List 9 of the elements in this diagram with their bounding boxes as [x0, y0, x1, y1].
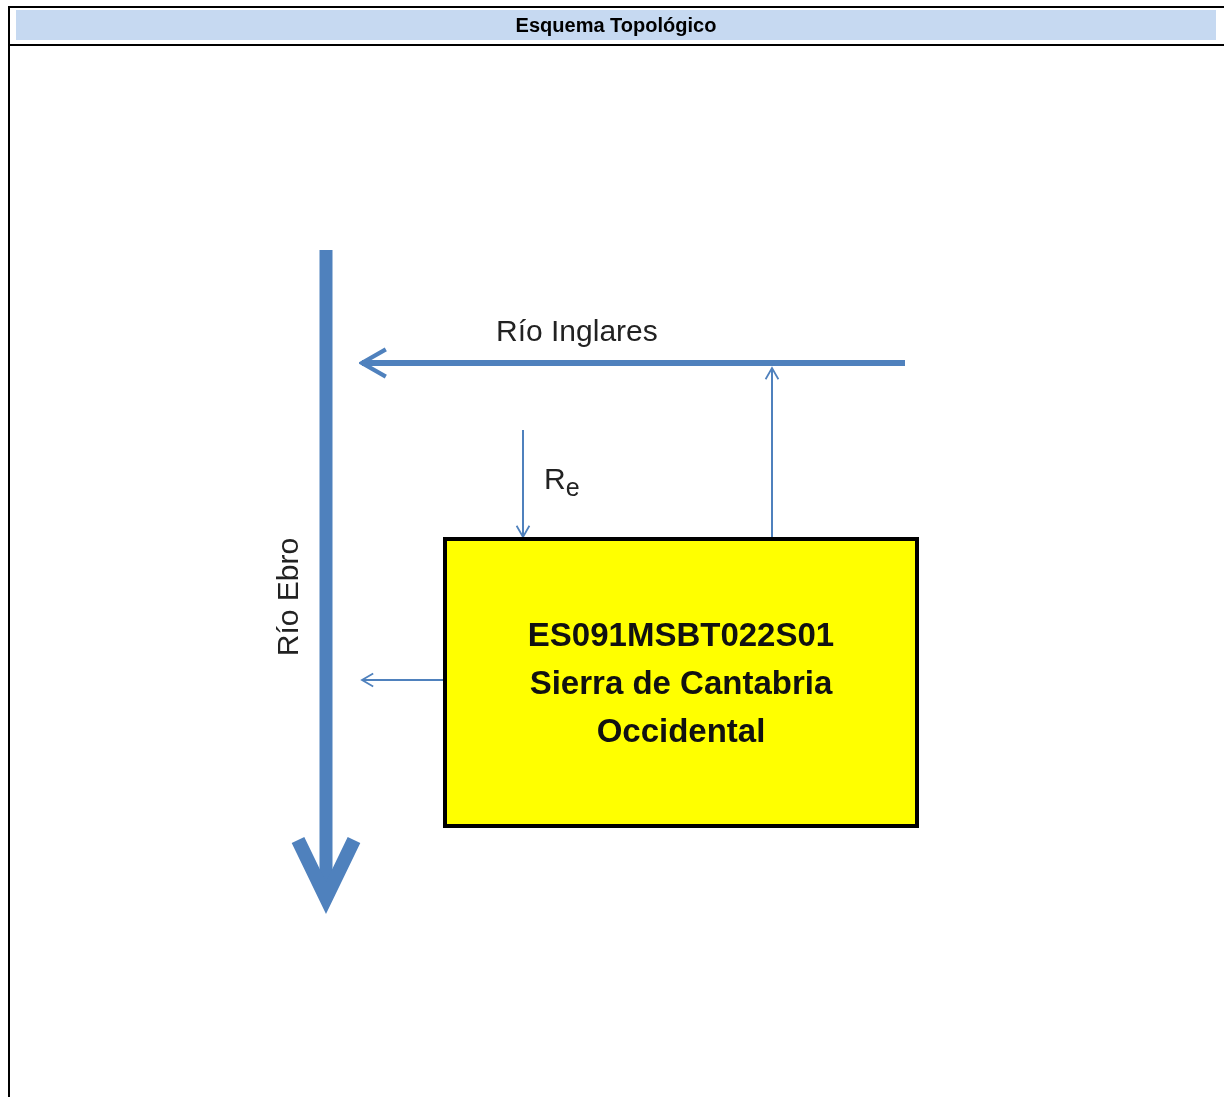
river-label: Río Ebro [271, 536, 305, 659]
river-label: Río Inglares [496, 314, 658, 348]
water-body-box [443, 537, 919, 828]
arrow [361, 672, 444, 688]
title-bar: Esquema Topológico [16, 10, 1216, 40]
arrow [515, 429, 531, 538]
arrow [764, 367, 780, 538]
box-text: ES091MSBT022S01 Sierra de Cantabria Occidental [526, 614, 836, 751]
arrow [359, 347, 388, 379]
